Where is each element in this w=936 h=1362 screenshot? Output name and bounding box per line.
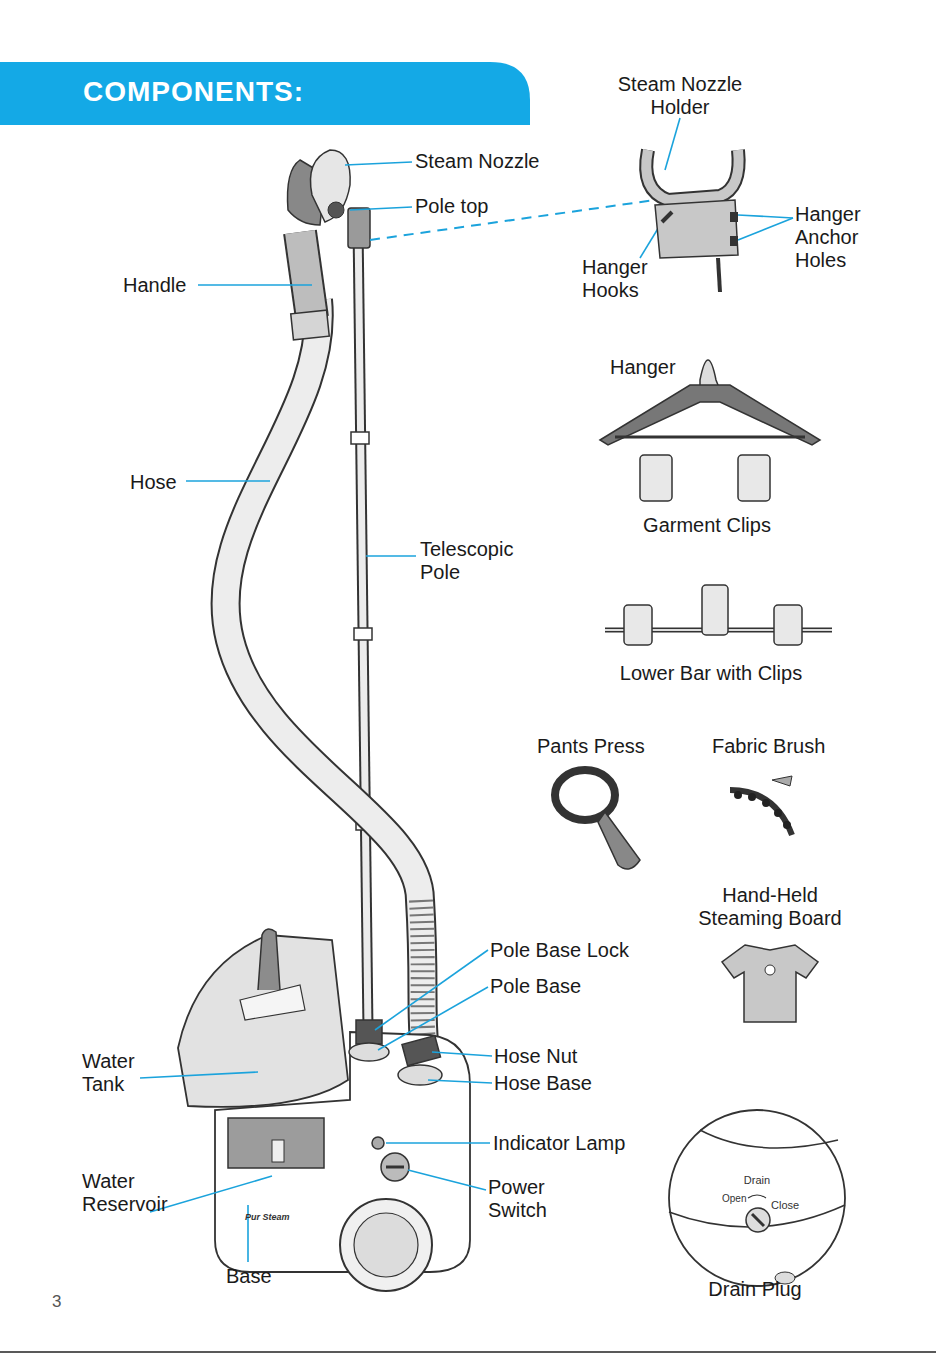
part-label: Hand-Held Steaming Board: [690, 884, 850, 930]
part-label: Steam Nozzle Holder: [600, 73, 760, 119]
part-label: Hanger: [610, 356, 676, 379]
part-label: Hose Base: [494, 1072, 592, 1095]
part-label: Steam Nozzle: [415, 150, 540, 173]
part-label: Indicator Lamp: [493, 1132, 625, 1155]
part-label: Telescopic Pole: [420, 538, 535, 584]
part-label: Water Reservoir: [82, 1170, 197, 1216]
page-number: 3: [52, 1292, 61, 1312]
part-label: Water Tank: [82, 1050, 157, 1096]
part-label: Pole top: [415, 195, 488, 218]
part-label: Pur Steam: [245, 1212, 290, 1222]
part-label: Power Switch: [488, 1176, 568, 1222]
part-label: Pole Base Lock: [490, 939, 629, 962]
part-label: Close: [771, 1199, 799, 1212]
part-label: Handle: [123, 274, 186, 297]
part-label: Hose: [130, 471, 177, 494]
part-label: Garment Clips: [607, 514, 807, 537]
part-label: Drain: [727, 1174, 787, 1187]
part-label: Hanger Hooks: [582, 256, 672, 302]
part-label: Hanger Anchor Holes: [795, 203, 885, 272]
part-label: Lower Bar with Clips: [581, 662, 841, 685]
part-label: Hose Nut: [494, 1045, 577, 1068]
part-label: Drain Plug: [675, 1278, 835, 1301]
part-label: Base: [226, 1265, 272, 1288]
part-label: Fabric Brush: [712, 735, 825, 758]
part-label: Open: [722, 1193, 746, 1205]
part-label: Pants Press: [537, 735, 645, 758]
part-label: Pole Base: [490, 975, 581, 998]
section-title: COMPONENTS:: [83, 76, 304, 108]
